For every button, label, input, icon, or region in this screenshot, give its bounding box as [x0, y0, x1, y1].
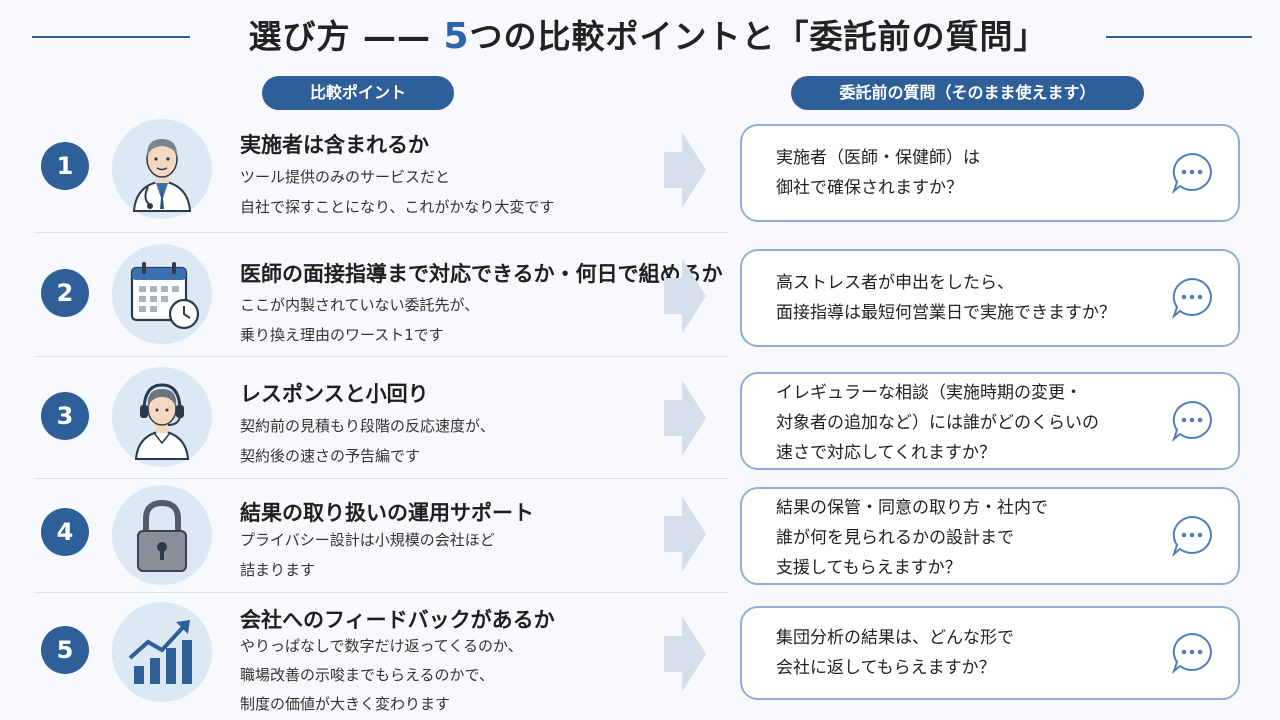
question-line: 会社に返してもらえますか？	[776, 658, 996, 678]
comparison-row-1: 1 実施者は含まれるか ツール提供のみのサービスだと 自社で探すことになり、これ…	[0, 112, 1280, 232]
item-heading: 会社へのフィードバックがあるか	[240, 608, 555, 632]
description-line: 制度の価値が大きく変わります	[240, 695, 451, 713]
question-card: 結果の保管・同意の取り方・社内で 誰が何を見られるかの設計まで 支援してもらえま…	[740, 487, 1240, 585]
speech-bubble-icon	[1171, 515, 1212, 558]
question-line: 高ストレス者が申出をしたら、	[776, 273, 1014, 293]
description-line: プライバシー設計は小規模の会社ほど	[240, 531, 495, 549]
question-text: 実施者（医師・保健師）は 御社で確保されますか？	[776, 143, 980, 203]
question-line: 集団分析の結果は、どんな形で	[776, 628, 1014, 648]
comparison-row-3: 3 レスポンスと小回り 契約前の見積もり段階の反応速度が、 契約後の速さの予告編…	[0, 358, 1280, 478]
comparison-row-4: 4 結果の取り扱いの運用サポート プライバシー設計は小規模の会社ほど 詰まります…	[0, 480, 1280, 592]
operator-headset-icon	[112, 367, 212, 467]
question-line: 実施者（医師・保健師）は	[776, 148, 980, 168]
item-description: ここが内製されていない委託先が、 乗り換え理由のワースト1です	[240, 290, 479, 350]
comparison-row-2: 2 医師の面接指導まで対応できるか・何日で組めるか ここが内製されていない委託先…	[0, 234, 1280, 356]
question-text: 結果の保管・同意の取り方・社内で 誰が何を見られるかの設計まで 支援してもらえま…	[776, 493, 1048, 583]
question-text: イレギュラーな相談（実施時期の変更・ 対象者の追加など）には誰がどのくらいの 速…	[776, 378, 1099, 468]
item-description: 契約前の見積もり段階の反応速度が、 契約後の速さの予告編です	[240, 411, 495, 471]
step-number: 2	[41, 269, 89, 317]
description-line: 詰まります	[240, 561, 316, 579]
question-card: 実施者（医師・保健師）は 御社で確保されますか？	[740, 124, 1240, 222]
right-arrow-icon	[664, 380, 706, 456]
step-number: 3	[41, 392, 89, 440]
comparison-points-label: 比較ポイント	[262, 76, 454, 110]
speech-bubble-icon	[1171, 277, 1212, 320]
speech-bubble-icon	[1171, 632, 1212, 675]
item-heading: 実施者は含まれるか	[240, 133, 429, 157]
speech-bubble-icon	[1171, 152, 1212, 195]
question-line: 面接指導は最短何営業日で実施できますか？	[776, 303, 1116, 323]
row-divider	[34, 356, 728, 357]
right-arrow-icon	[664, 496, 706, 572]
question-line: 対象者の追加など）には誰がどのくらいの	[776, 413, 1099, 433]
description-line: 契約前の見積もり段階の反応速度が、	[240, 417, 495, 435]
step-number: 1	[41, 142, 89, 190]
right-arrow-icon	[664, 132, 706, 208]
question-line: イレギュラーな相談（実施時期の変更・	[776, 383, 1082, 403]
description-line: 乗り換え理由のワースト1です	[240, 326, 444, 344]
item-heading: 結果の取り扱いの運用サポート	[240, 501, 534, 525]
question-line: 誰が何を見られるかの設計まで	[776, 528, 1014, 548]
item-heading: レスポンスと小回り	[240, 382, 429, 406]
item-description: ツール提供のみのサービスだと 自社で探すことになり、これがかなり大変です	[240, 162, 554, 222]
item-heading: 医師の面接指導まで対応できるか・何日で組めるか	[240, 262, 723, 286]
speech-bubble-icon	[1171, 400, 1212, 443]
question-line: 支援してもらえますか？	[776, 558, 962, 578]
row-divider	[34, 592, 728, 593]
row-divider	[34, 478, 728, 479]
description-line: やりっぱなしで数字だけ返ってくるのか、	[240, 637, 523, 655]
page-title: 選び方 —— 5つの比較ポイントと「委託前の質問」	[200, 14, 1096, 60]
description-line: 自社で探すことになり、これがかなり大変です	[240, 198, 555, 216]
growth-chart-icon	[112, 602, 212, 702]
title-rule-left	[32, 36, 190, 38]
right-arrow-icon	[664, 258, 706, 334]
item-description: やりっぱなしで数字だけ返ってくるのか、 職場改善の示唆までもらえるのかで、 制度…	[240, 632, 523, 719]
question-text: 集団分析の結果は、どんな形で 会社に返してもらえますか？	[776, 623, 1014, 683]
question-card: 高ストレス者が申出をしたら、 面接指導は最短何営業日で実施できますか？	[740, 249, 1240, 347]
description-line: ここが内製されていない委託先が、	[240, 296, 480, 314]
comparison-row-5: 5 会社へのフィードバックがあるか やりっぱなしで数字だけ返ってくるのか、 職場…	[0, 594, 1280, 720]
item-description: プライバシー設計は小規模の会社ほど 詰まります	[240, 525, 495, 585]
right-arrow-icon	[664, 616, 706, 692]
pre-contract-questions-label: 委託前の質問（そのまま使えます）	[791, 76, 1144, 110]
description-line: 職場改善の示唆までもらえるのかで、	[240, 666, 494, 684]
question-text: 高ストレス者が申出をしたら、 面接指導は最短何営業日で実施できますか？	[776, 268, 1116, 328]
title-prefix: 選び方 ——	[248, 17, 444, 56]
question-line: 結果の保管・同意の取り方・社内で	[776, 498, 1048, 518]
question-line: 速さで対応してくれますか？	[776, 443, 996, 463]
doctor-icon	[112, 119, 212, 219]
title-accent-number: 5	[443, 16, 470, 57]
question-line: 御社で確保されますか？	[776, 178, 963, 198]
question-card: 集団分析の結果は、どんな形で 会社に返してもらえますか？	[740, 606, 1240, 700]
title-rule-right	[1106, 36, 1252, 38]
padlock-icon	[112, 485, 212, 585]
step-number: 5	[41, 626, 89, 674]
title-suffix: つの比較ポイントと「委託前の質問」	[469, 17, 1048, 56]
question-card: イレギュラーな相談（実施時期の変更・ 対象者の追加など）には誰がどのくらいの 速…	[740, 372, 1240, 470]
description-line: 契約後の速さの予告編です	[240, 447, 421, 465]
description-line: ツール提供のみのサービスだと	[240, 168, 451, 186]
step-number: 4	[41, 508, 89, 556]
row-divider	[34, 232, 728, 233]
calendar-clock-icon	[112, 244, 212, 344]
